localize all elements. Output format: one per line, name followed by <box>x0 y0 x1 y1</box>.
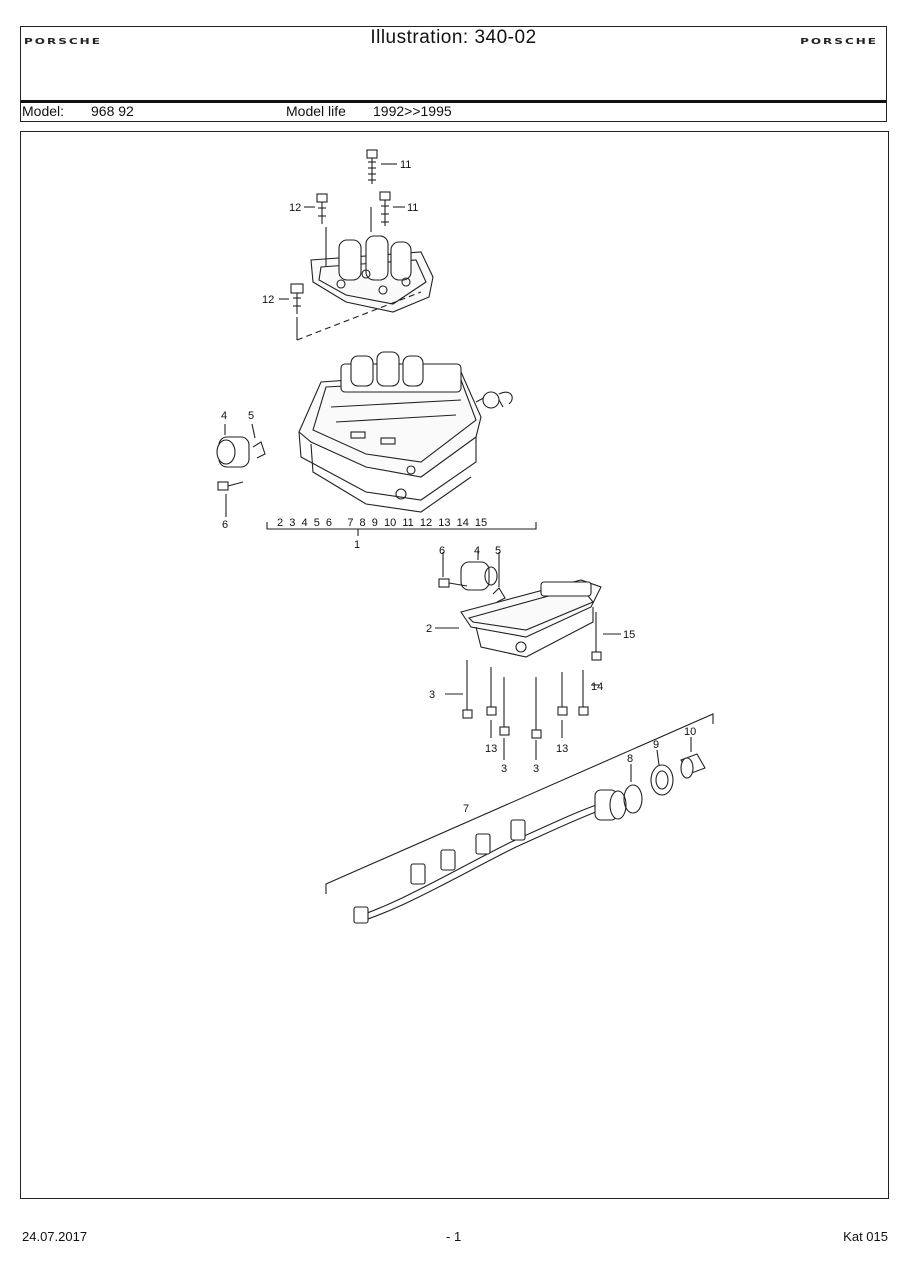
valve-body-assembly <box>298 351 513 513</box>
callout-4-left: 4 <box>221 410 227 422</box>
long-bolts <box>445 612 621 760</box>
range-bracket-1 <box>266 522 537 530</box>
intermediate-plate <box>435 579 602 658</box>
callout-11-second: 11 <box>407 202 418 214</box>
callout-12-upper: 12 <box>289 202 301 214</box>
screw-6-right <box>438 552 468 588</box>
bolt-11-top <box>366 149 397 184</box>
callout-13-right: 13 <box>556 743 568 755</box>
callout-5-left: 5 <box>248 410 254 422</box>
header-divider <box>21 100 886 103</box>
parts-diagram-frame: 11 11 12 12 4 5 6 2 3 4 5 6 7 8 9 10 11 … <box>20 131 889 1199</box>
sealing-ring-9 <box>650 749 674 796</box>
callout-1: 1 <box>354 539 360 551</box>
callout-13-left: 13 <box>485 743 497 755</box>
retaining-clip-right <box>492 552 506 603</box>
range-bracket-7 <box>325 713 714 894</box>
upper-valve-cover <box>310 207 434 313</box>
callout-10: 10 <box>684 726 696 738</box>
bolt-11-second <box>379 191 405 226</box>
callout-range-list: 2 3 4 5 6 7 8 9 10 11 12 13 14 15 <box>277 517 487 529</box>
model-value: 968 92 <box>91 103 134 119</box>
solenoid-valve-right <box>460 550 498 591</box>
callout-3-mid: 3 <box>533 763 539 775</box>
callout-3-mid-left: 3 <box>501 763 507 775</box>
callout-15: 15 <box>623 629 635 641</box>
footer-page-number: - 1 <box>446 1229 462 1244</box>
callout-2: 2 <box>426 623 432 635</box>
callout-4-right: 4 <box>474 545 480 557</box>
parts-diagram: 11 11 12 12 4 5 6 2 3 4 5 6 7 8 9 10 11 … <box>216 149 714 924</box>
o-ring-8 <box>623 764 643 814</box>
callout-3-left: 3 <box>429 689 435 701</box>
bolt-12-upper <box>304 193 328 224</box>
porsche-logo-left: PORSCHE <box>24 37 102 47</box>
footer-date: 24.07.2017 <box>22 1229 88 1244</box>
model-label: Model: <box>22 103 65 119</box>
callout-11-top: 11 <box>400 159 411 171</box>
retaining-clip-left <box>251 423 266 459</box>
bolt-12-lower <box>279 283 304 314</box>
solenoid-valve-left <box>216 424 250 468</box>
callout-6-right: 6 <box>439 545 445 557</box>
wiring-harness <box>353 789 627 924</box>
callout-9: 9 <box>653 739 659 751</box>
porsche-logo-right: PORSCHE <box>800 37 878 47</box>
header-box: PORSCHE Illustration: 340-02 PORSCHE Mod… <box>20 26 887 122</box>
model-life-value: 1992>>1995 <box>373 103 452 119</box>
callout-12-lower: 12 <box>262 294 274 306</box>
callout-14: 14 <box>591 681 603 693</box>
callout-8: 8 <box>627 753 633 765</box>
footer-catalog: Kat 015 <box>843 1229 888 1244</box>
callout-7: 7 <box>463 803 469 815</box>
callout-5-right: 5 <box>495 545 501 557</box>
callout-labels: 11 11 12 12 4 5 6 2 3 4 5 6 7 8 9 10 11 … <box>221 159 696 815</box>
callout-6-left: 6 <box>222 519 228 531</box>
sleeve-10 <box>680 737 706 779</box>
illustration-title: Illustration: 340-02 <box>370 27 537 48</box>
screw-6-left <box>217 481 244 517</box>
model-life-label: Model life <box>286 103 346 119</box>
